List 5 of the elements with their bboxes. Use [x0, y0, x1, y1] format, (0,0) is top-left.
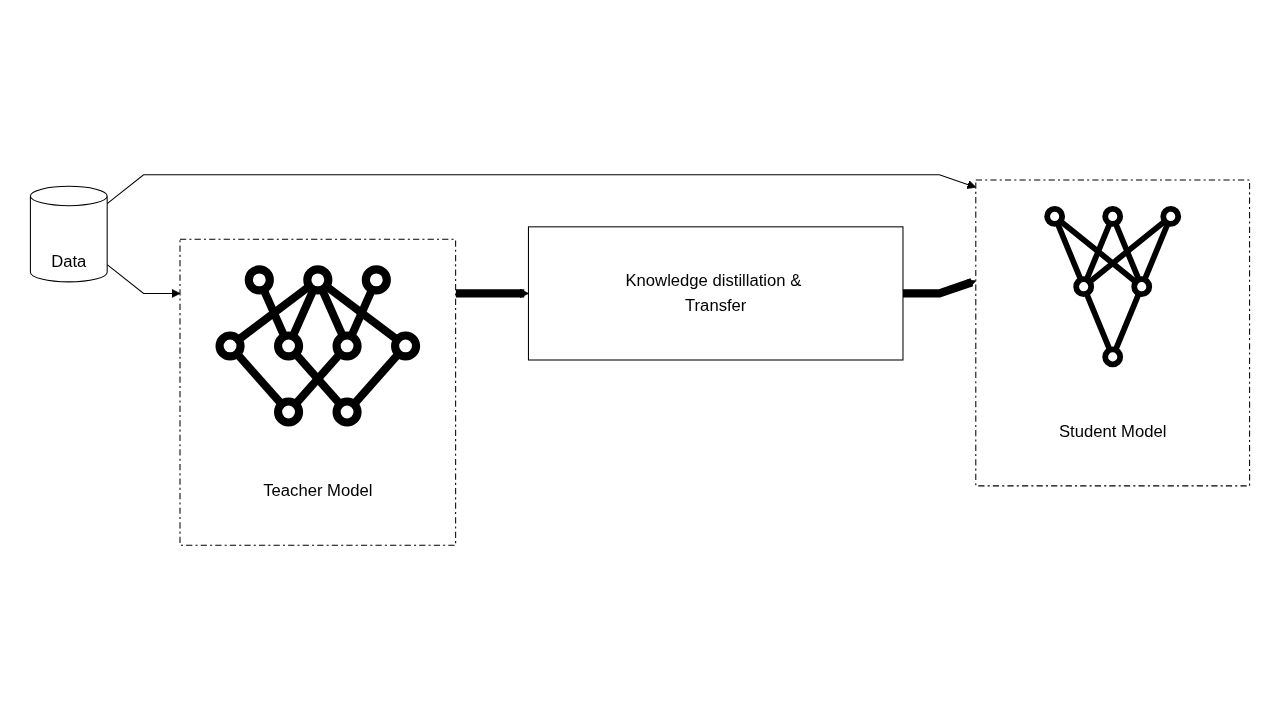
node-box: Knowledge distillation & Transfer	[527, 226, 904, 361]
arrow	[106, 264, 181, 298]
node-box: Teacher Model	[179, 238, 457, 546]
node-box: Student Model	[975, 179, 1251, 487]
arrow	[455, 288, 529, 298]
